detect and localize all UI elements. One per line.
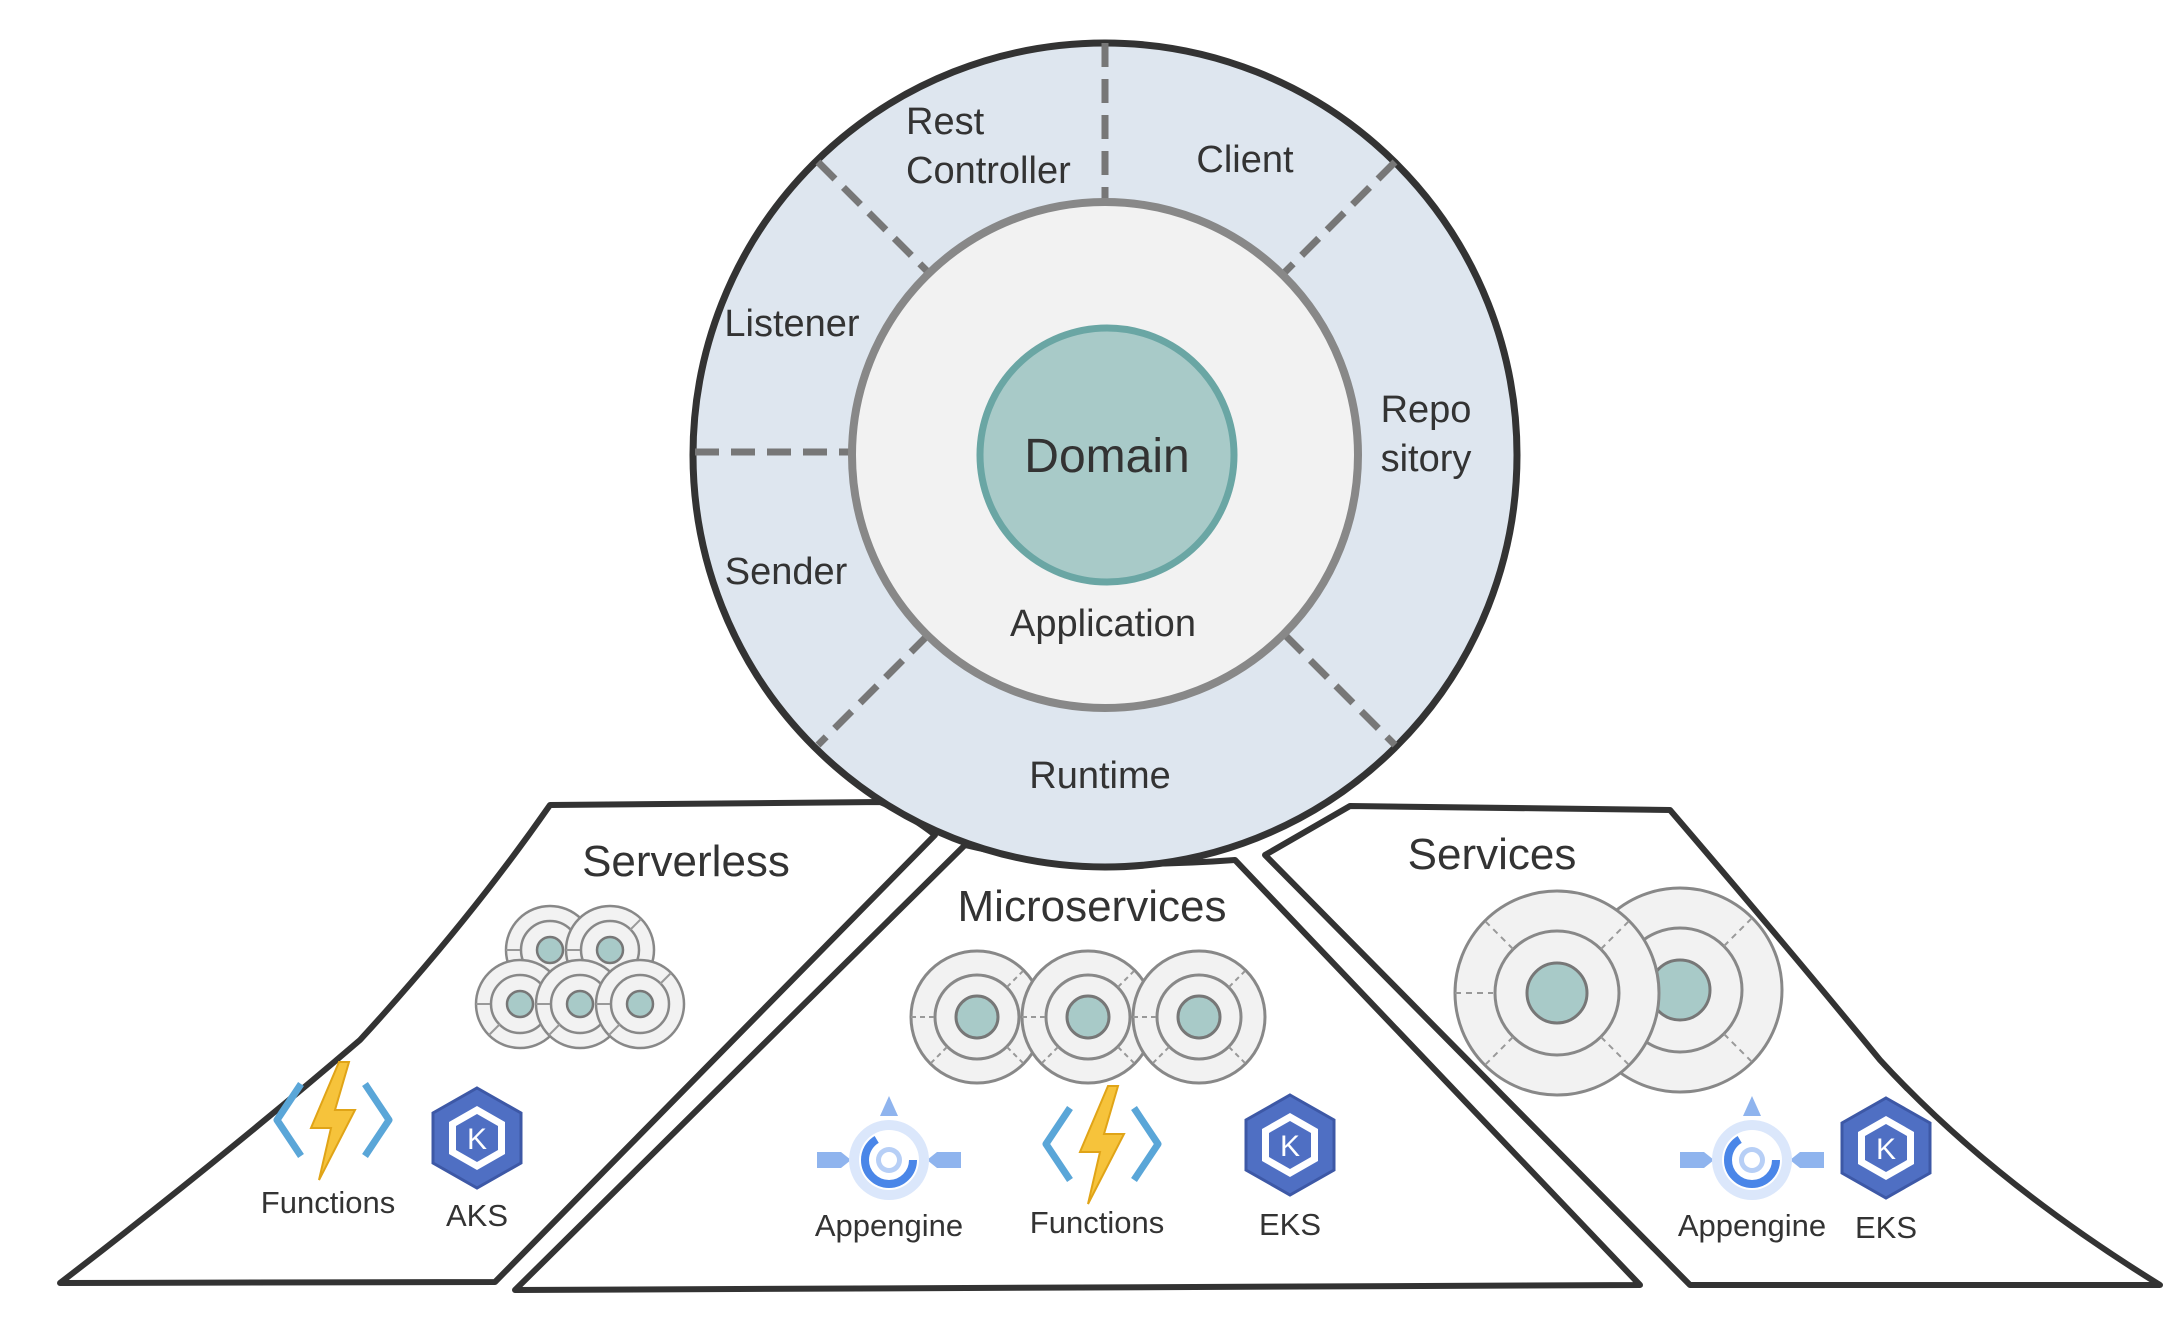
sender-label: Sender bbox=[725, 551, 848, 593]
services-eks-label: EKS bbox=[1855, 1210, 1917, 1245]
repository-label-line1: Repo bbox=[1381, 389, 1472, 431]
serverless-title: Serverless bbox=[582, 837, 790, 886]
repository-label-line2: sitory bbox=[1381, 438, 1472, 480]
hexagon: Domain Application Rest Controller Clien… bbox=[689, 39, 1521, 871]
services-title: Services bbox=[1408, 830, 1577, 879]
rest-controller-label-line1: Rest bbox=[906, 101, 985, 143]
services-appengine-label: Appengine bbox=[1678, 1208, 1826, 1243]
serverless-functions-label: Functions bbox=[261, 1185, 395, 1220]
microservices-functions-label: Functions bbox=[1030, 1205, 1164, 1240]
runtime-label: Runtime bbox=[1029, 755, 1171, 797]
application-label: Application bbox=[1010, 603, 1196, 645]
services-content: Services Appengine EKS bbox=[1408, 830, 1932, 1245]
serverless-aks-label: AKS bbox=[446, 1198, 508, 1233]
client-label: Client bbox=[1196, 139, 1294, 181]
adapter-dividers bbox=[695, 43, 1398, 748]
serverless-content: Serverless Functions AKS bbox=[261, 837, 790, 1233]
rest-controller-label-line2: Controller bbox=[906, 150, 1071, 192]
microservices-content: Microservices Appengine Functions EKS bbox=[815, 882, 1336, 1243]
microservices-eks-label: EKS bbox=[1259, 1207, 1321, 1242]
services-hexagon-pair bbox=[1453, 886, 1784, 1097]
microservices-hexagon-row bbox=[909, 949, 1267, 1085]
listener-label: Listener bbox=[724, 303, 860, 345]
domain-core bbox=[976, 324, 1238, 586]
microservices-appengine-label: Appengine bbox=[815, 1208, 963, 1243]
domain-label: Domain bbox=[1024, 430, 1189, 483]
microservices-title: Microservices bbox=[958, 882, 1227, 931]
